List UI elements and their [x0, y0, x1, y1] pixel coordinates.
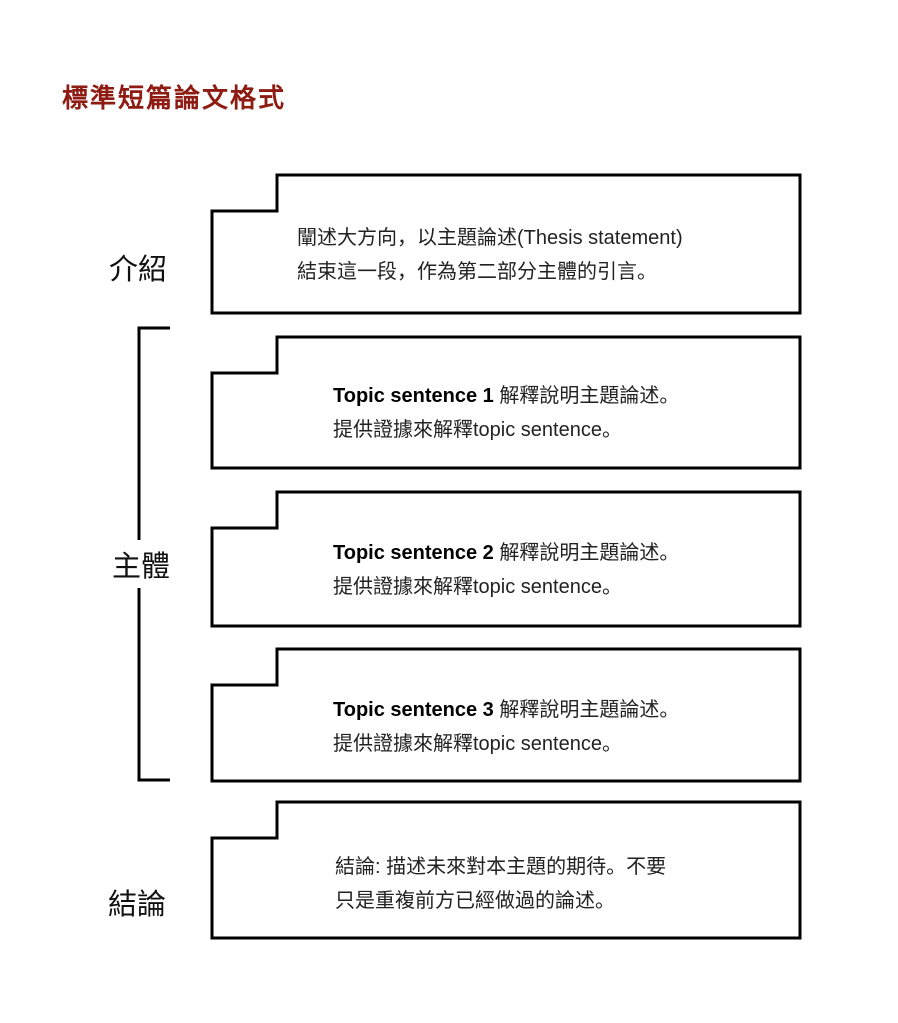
topic-box-2-text: Topic sentence 2 解釋說明主題論述。 提供證據來解釋topic … [333, 536, 679, 604]
label-body: 主體 [112, 540, 171, 588]
text-line: Topic sentence 3 解釋說明主題論述。 [333, 699, 680, 721]
folder-shape [210, 647, 802, 783]
intro-box-text: 闡述大方向，以主題論述(Thesis statement) 結束這一段，作為第二… [297, 221, 683, 289]
topic-box-2: Topic sentence 2 解釋說明主題論述。 提供證據來解釋topic … [210, 490, 802, 628]
topic-sentence-bold: Topic sentence 2 [333, 542, 500, 564]
conclusion-box-text: 結論: 描述未來對本主題的期待。不要 只是重複前方已經做過的論述。 [335, 850, 666, 918]
topic-box-1: Topic sentence 1 解釋說明主題論述。 提供證據來解釋topic … [210, 335, 802, 470]
text-line: Topic sentence 1 解釋說明主題論述。 [333, 385, 680, 407]
folder-shape [210, 490, 802, 628]
text-line: 結束這一段，作為第二部分主體的引言。 [297, 261, 657, 283]
conclusion-box: 結論: 描述未來對本主題的期待。不要 只是重複前方已經做過的論述。 [210, 800, 802, 940]
folder-shape [210, 335, 802, 470]
folder-shape [210, 173, 802, 315]
folder-shape [210, 800, 802, 940]
text-line: 提供證據來解釋topic sentence。 [333, 733, 622, 755]
topic-sentence-bold: Topic sentence 3 [333, 699, 500, 721]
text-line: 闡述大方向，以主題論述(Thesis statement) [297, 227, 683, 249]
text-line: 提供證據來解釋topic sentence。 [333, 576, 622, 598]
text-line: 結論: 描述未來對本主題的期待。不要 [335, 856, 667, 878]
label-introduction: 介紹 [109, 254, 168, 286]
label-conclusion: 結論 [108, 889, 167, 921]
topic-box-3-text: Topic sentence 3 解釋說明主題論述。 提供證據來解釋topic … [333, 693, 679, 761]
topic-box-3: Topic sentence 3 解釋說明主題論述。 提供證據來解釋topic … [210, 647, 802, 783]
text-line: 提供證據來解釋topic sentence。 [333, 419, 622, 441]
text-line: Topic sentence 2 解釋說明主題論述。 [333, 542, 680, 564]
intro-box: 闡述大方向，以主題論述(Thesis statement) 結束這一段，作為第二… [210, 173, 802, 315]
page-title: 標準短篇論文格式 [62, 84, 287, 113]
topic-box-1-text: Topic sentence 1 解釋說明主題論述。 提供證據來解釋topic … [333, 379, 679, 447]
text-line: 只是重複前方已經做過的論述。 [335, 890, 615, 912]
topic-sentence-bold: Topic sentence 1 [333, 385, 500, 407]
